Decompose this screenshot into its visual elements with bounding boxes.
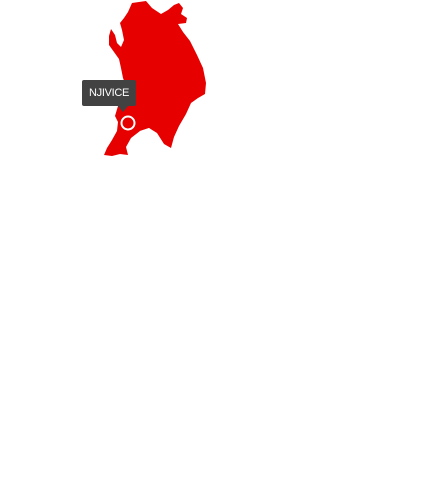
inlet-detail xyxy=(140,128,156,138)
tooltip-label: NJIVICE xyxy=(89,87,130,99)
marker-tooltip: NJIVICE xyxy=(82,80,137,112)
island-shape xyxy=(104,1,206,156)
location-marker-njivice[interactable] xyxy=(120,115,136,131)
